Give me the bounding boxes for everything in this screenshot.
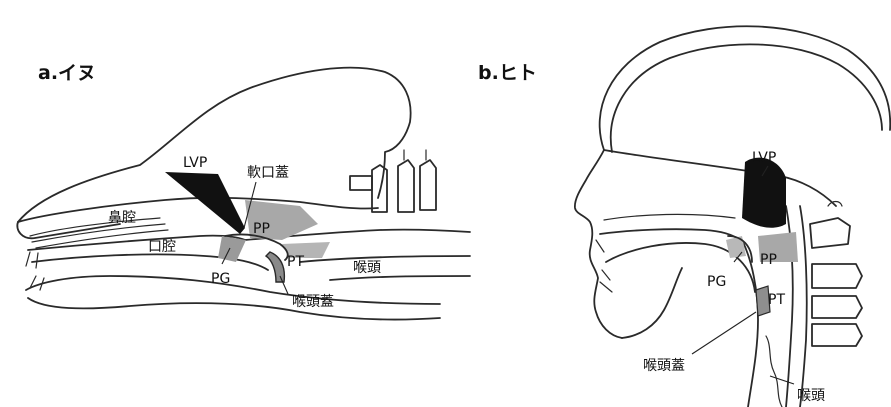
dog-pharynx-lower bbox=[300, 256, 470, 262]
human-epiglottis-leader bbox=[692, 312, 756, 354]
human-larynx-detail bbox=[766, 336, 782, 407]
human-larynx-leader bbox=[770, 376, 794, 384]
panel-b-title: b.ヒト bbox=[478, 62, 537, 84]
human-label-larynx: 喉頭 bbox=[797, 388, 825, 404]
panel-a-title: a.イヌ bbox=[38, 62, 96, 84]
dog-mandible-lower bbox=[28, 298, 440, 320]
dog-label-soft-palate: 軟口蓋 bbox=[247, 165, 289, 181]
human-label-pg: PG bbox=[707, 274, 726, 290]
dog-cervical-vertebrae bbox=[350, 150, 436, 212]
panel-a-dog: a.イヌ bbox=[17, 62, 470, 320]
dog-pg-muscle bbox=[218, 236, 246, 262]
dog-teeth bbox=[26, 252, 44, 290]
dog-pt-muscle bbox=[266, 252, 284, 282]
dog-lvp-muscle bbox=[165, 172, 245, 234]
human-label-lvp: LVP bbox=[752, 150, 776, 166]
dog-label-nasal-cavity: 鼻腔 bbox=[108, 209, 136, 226]
panel-b-human: b.ヒト bbox=[478, 26, 890, 407]
human-label-pt: PT bbox=[768, 292, 785, 308]
human-label-pp: PP bbox=[760, 252, 777, 268]
dog-face-line bbox=[18, 198, 378, 222]
human-skull-base bbox=[604, 150, 836, 206]
human-jaw bbox=[622, 268, 682, 338]
human-label-epiglottis: 喉頭蓋 bbox=[643, 358, 685, 374]
dog-label-lvp: LVP bbox=[183, 155, 207, 171]
human-pg-muscle bbox=[726, 236, 746, 258]
human-cervical-vertebrae bbox=[810, 202, 862, 347]
dog-label-pg: PG bbox=[211, 271, 230, 287]
dog-label-pp: PP bbox=[253, 221, 270, 237]
dog-esophagus bbox=[330, 276, 470, 280]
dog-mandible bbox=[26, 276, 440, 304]
dog-label-epiglottis: 喉頭蓋 bbox=[292, 294, 334, 310]
human-nasal-floor bbox=[604, 214, 735, 220]
dog-label-pt: PT bbox=[287, 254, 304, 270]
dog-label-oral-cavity: 口腔 bbox=[148, 239, 176, 255]
human-lvp-muscle bbox=[742, 158, 786, 228]
human-hard-palate bbox=[600, 229, 740, 240]
dog-hard-palate bbox=[28, 236, 245, 250]
dog-label-larynx: 喉頭 bbox=[353, 260, 381, 276]
human-spine-front bbox=[800, 206, 807, 407]
human-teeth bbox=[596, 240, 612, 292]
human-skull-inner bbox=[611, 44, 882, 152]
